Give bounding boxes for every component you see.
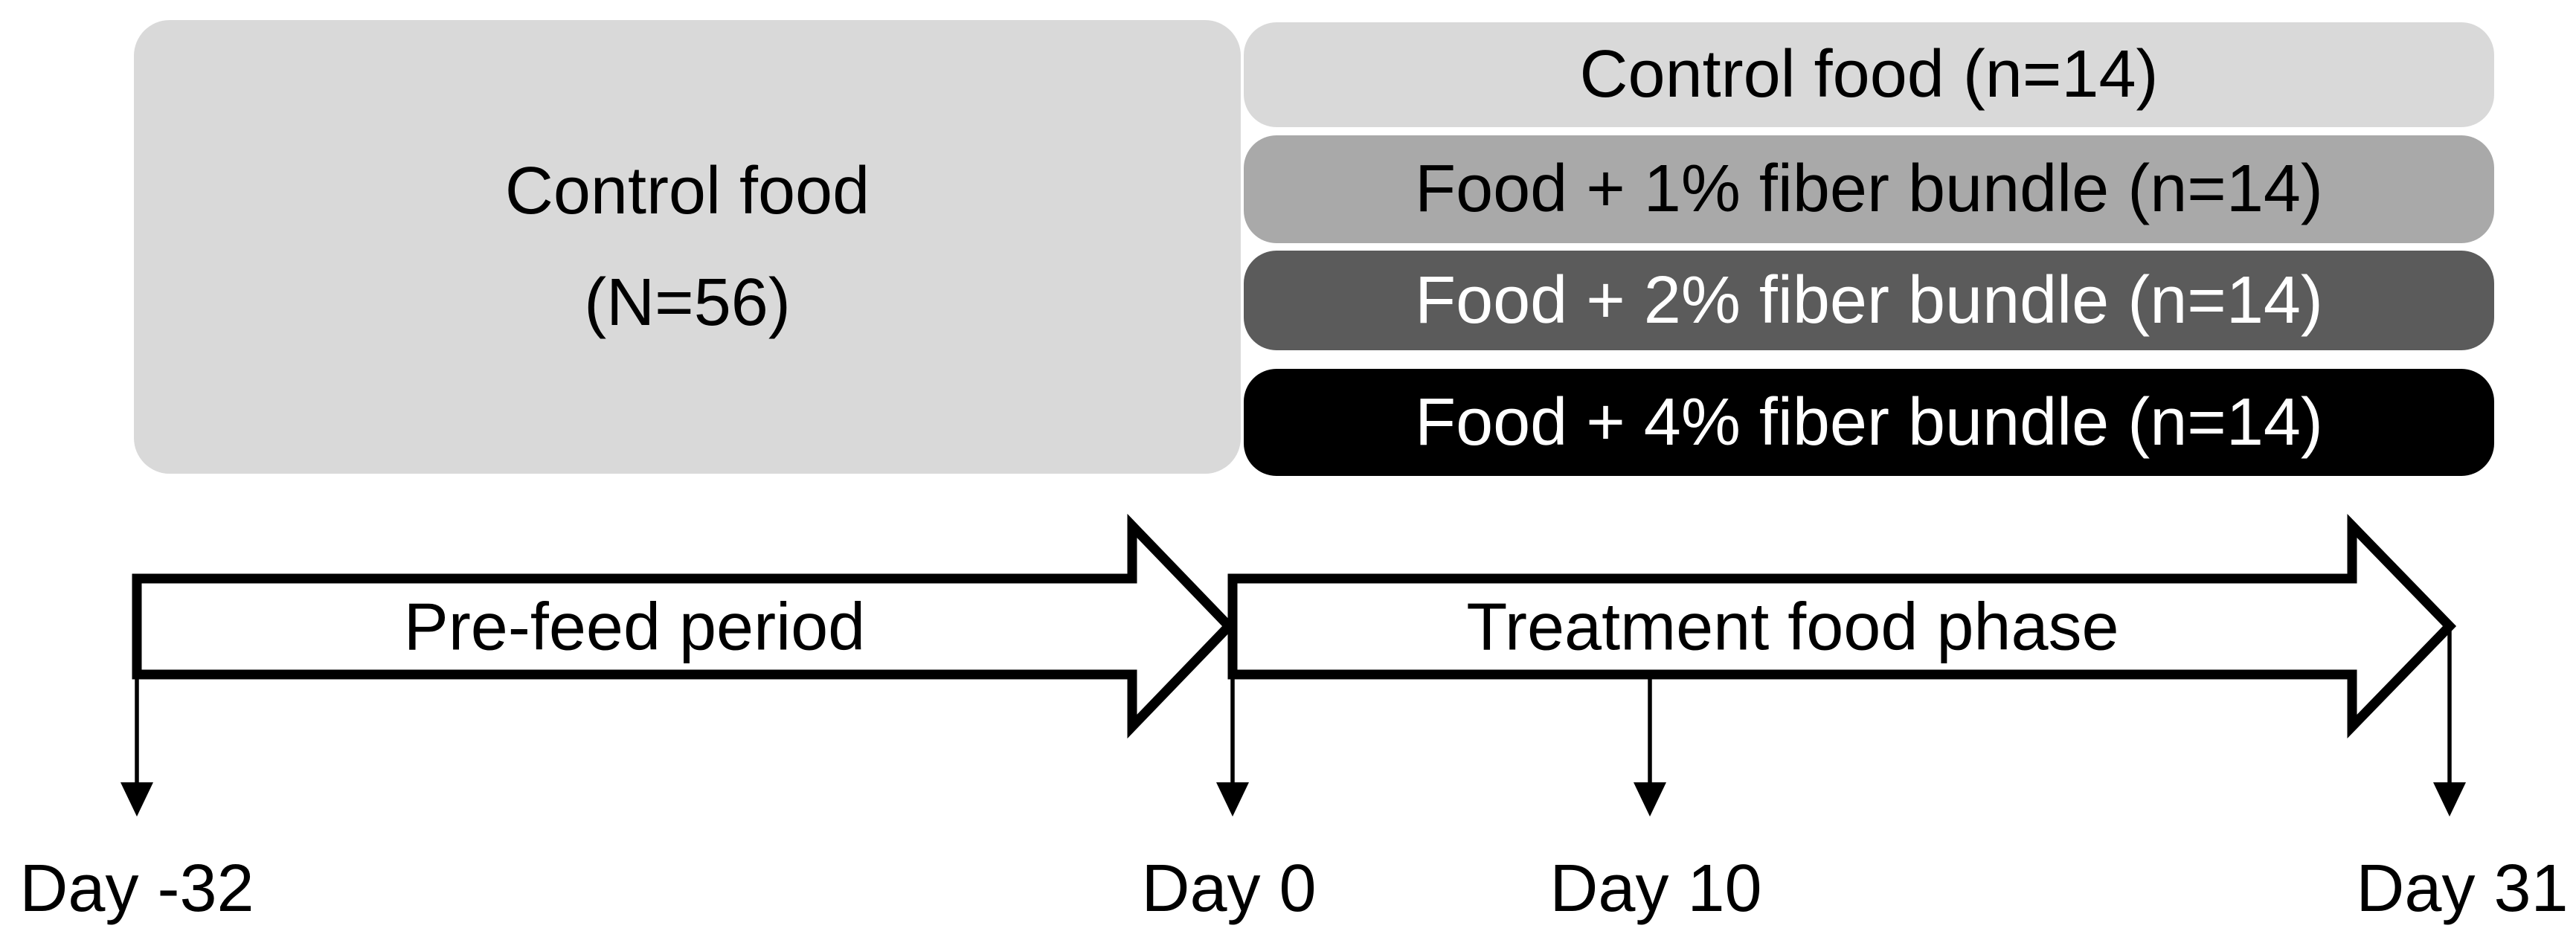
control-food-pool-line1: Control food — [504, 154, 870, 228]
group-bar-label: Control food (n=14) — [1579, 37, 2159, 112]
tick-arrowhead-day-0 — [1216, 782, 1249, 817]
tick-arrowhead-day-10 — [1634, 782, 1666, 817]
group-bar-label: Food + 2% fiber bundle (n=14) — [1415, 263, 2323, 338]
day-0-label: Day 0 — [1141, 851, 1317, 926]
group-bar-label: Food + 1% fiber bundle (n=14) — [1415, 152, 2323, 226]
day-31-label: Day 31 — [2356, 851, 2569, 926]
treatment-phase-arrow-shape — [1227, 513, 2457, 739]
group-bar-2pct-fiber: Food + 2% fiber bundle (n=14) — [1244, 251, 2494, 350]
prefeed-period-arrow-shape — [132, 513, 1236, 739]
group-bar-control-food: Control food (n=14) — [1244, 22, 2494, 127]
tick-arrowhead-day-minus32 — [121, 782, 153, 817]
control-food-pool-box: Control food (N=56) — [134, 20, 1241, 474]
group-bar-label: Food + 4% fiber bundle (n=14) — [1415, 384, 2323, 460]
day-minus32-label: Day -32 — [19, 851, 254, 926]
group-bar-1pct-fiber: Food + 1% fiber bundle (n=14) — [1244, 135, 2494, 243]
day-10-label: Day 10 — [1549, 851, 1762, 926]
treatment-phase-label: Treatment food phase — [1466, 590, 2119, 665]
group-bar-4pct-fiber: Food + 4% fiber bundle (n=14) — [1244, 369, 2494, 476]
control-food-pool-line2: (N=56) — [584, 265, 791, 340]
tick-arrowhead-day-31 — [2433, 782, 2466, 817]
prefeed-period-label: Pre-feed period — [403, 590, 866, 665]
